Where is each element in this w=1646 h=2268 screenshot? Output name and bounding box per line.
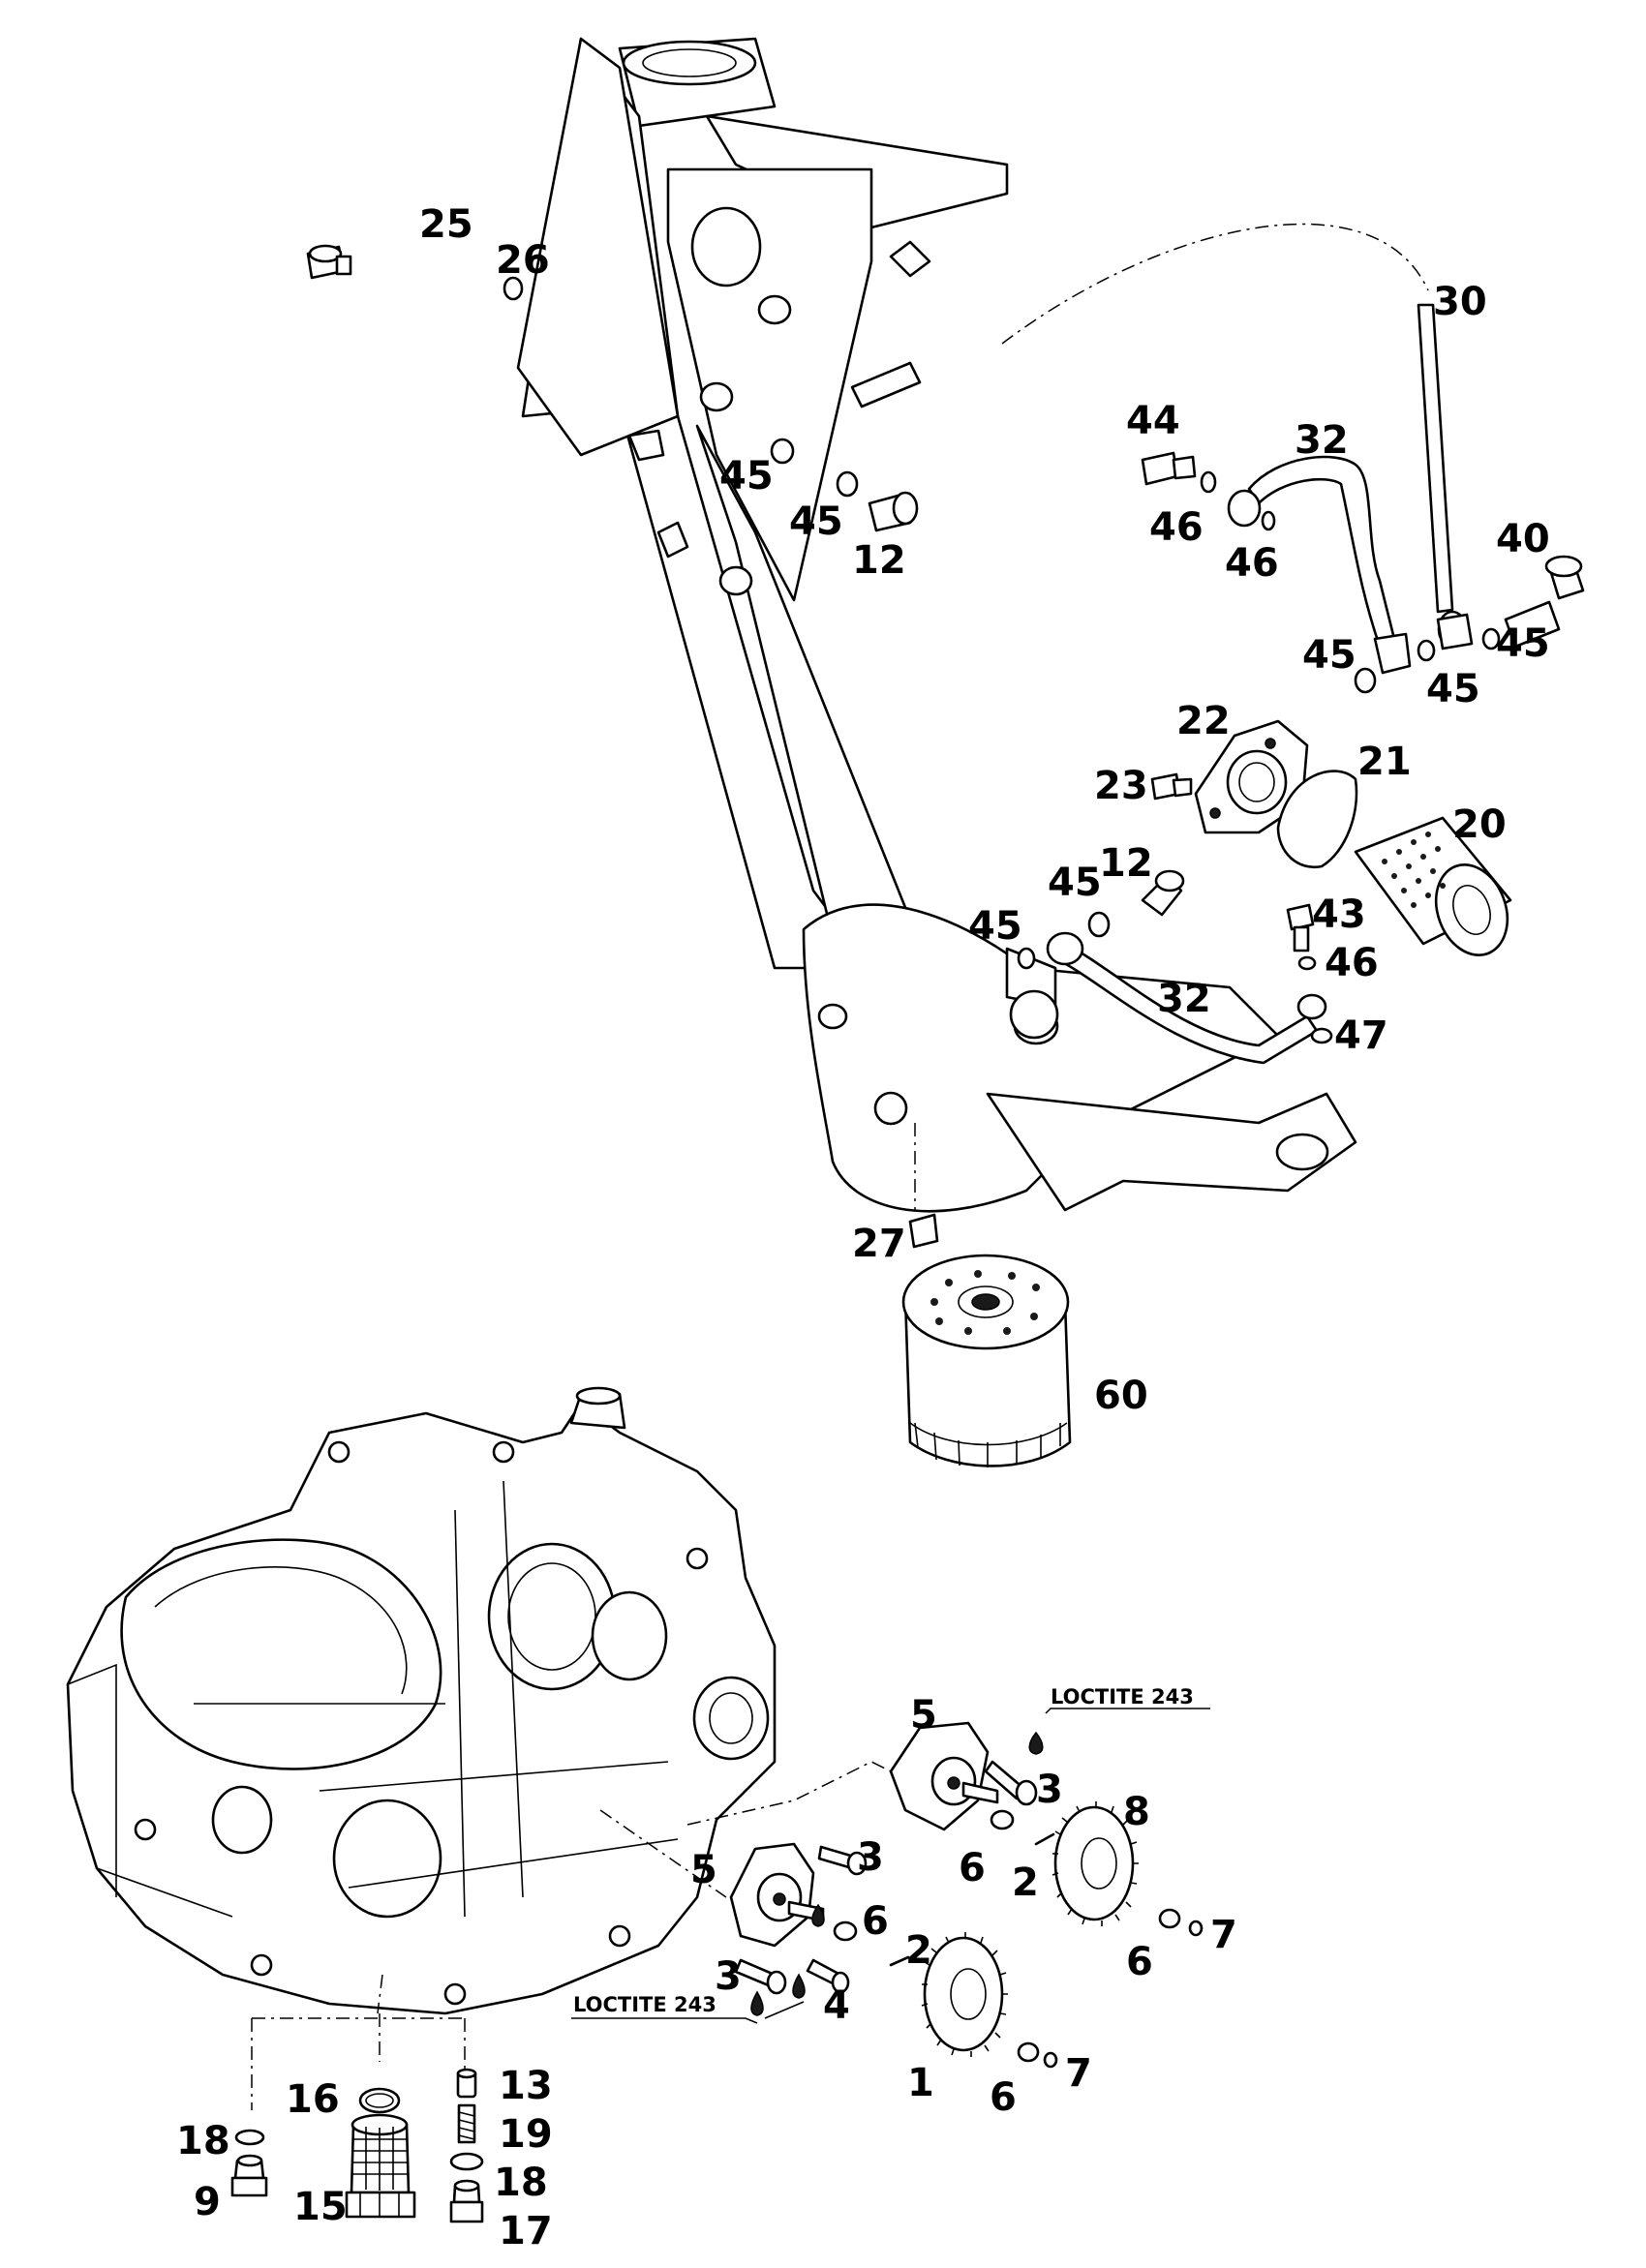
banjo-bolt-12-lower [1141, 869, 1185, 917]
callout-45-c: 45 [1496, 621, 1550, 666]
callout-26: 26 [496, 238, 550, 283]
loctite-note-bottom: LOCTITE 243 [573, 1993, 716, 2016]
washer-6-lower [833, 1920, 858, 1942]
callout-13: 13 [499, 2064, 553, 2108]
callout-46-c: 46 [1325, 941, 1379, 985]
callout-5-upper: 5 [910, 1693, 937, 1738]
loctite-drop-upper [1028, 1731, 1044, 1755]
oil-pipe-30 [1417, 303, 1474, 650]
plug-9 [230, 2154, 268, 2197]
callout-7-lower: 7 [1065, 2051, 1092, 2096]
o-ring-21 [1276, 770, 1358, 869]
washer-6-upper [990, 1809, 1015, 1830]
bolt-27 [908, 1123, 939, 1249]
routing-line [1001, 223, 1429, 345]
screw-4 [806, 1958, 850, 1994]
callout-7-upper: 7 [1210, 1913, 1237, 1957]
callout-6-c: 6 [862, 1899, 889, 1944]
callout-45-e: 45 [789, 499, 843, 544]
screw-3-lower-left [734, 1958, 787, 1995]
callout-12-upper: 12 [852, 538, 906, 583]
oil-hose-32-lower [1046, 931, 1327, 1065]
callout-40: 40 [1496, 517, 1550, 561]
callout-23: 23 [1094, 764, 1148, 808]
callout-47: 47 [1334, 1013, 1388, 1058]
callout-17: 17 [499, 2209, 553, 2253]
callout-2-upper: 2 [1012, 1860, 1039, 1905]
loctite-note-top: LOCTITE 243 [1051, 1685, 1194, 1709]
filter-element-20 [1354, 816, 1512, 956]
screw-3-lower-right [817, 1845, 868, 1876]
callout-3-lower-left: 3 [715, 1954, 742, 1999]
callout-16: 16 [286, 2077, 340, 2122]
callout-20: 20 [1452, 802, 1507, 847]
callout-6-d: 6 [990, 2075, 1017, 2120]
callout-46-a: 46 [1149, 505, 1204, 550]
callout-6-b: 6 [1126, 1940, 1153, 1984]
callout-22: 22 [1176, 699, 1231, 743]
ring-18-left [234, 2129, 265, 2146]
gear-8 [1052, 1801, 1139, 1926]
callout-labels: 25 26 30 44 32 46 46 40 45 45 45 45 45 1… [176, 202, 1550, 2253]
callout-19: 19 [499, 2112, 553, 2157]
callout-46-b: 46 [1225, 541, 1279, 586]
callout-1: 1 [907, 2061, 934, 2105]
ring-18-right [449, 2152, 484, 2171]
gear-1 [921, 1932, 1008, 2057]
oil-filter-60 [901, 1254, 1072, 1467]
plug-17 [449, 2179, 484, 2223]
pin-2-upper [1034, 1832, 1055, 1846]
spring-19 [457, 2103, 476, 2144]
screw-23 [1150, 772, 1193, 801]
callout-3-lower-right: 3 [857, 1835, 884, 1880]
oil-pump-cover-5-lower [729, 1842, 825, 1948]
callout-30: 30 [1433, 280, 1487, 324]
o-ring-16 [358, 2087, 401, 2114]
callout-8: 8 [1123, 1790, 1150, 1834]
callout-45-d: 45 [719, 454, 774, 499]
callout-27: 27 [852, 1222, 906, 1266]
callout-4: 4 [823, 1983, 850, 2028]
callout-44: 44 [1126, 399, 1180, 443]
callout-45-g: 45 [968, 904, 1022, 949]
callout-21: 21 [1357, 740, 1412, 784]
banjo-bolt-12-upper [868, 491, 919, 532]
banjo-bolt-44 [1141, 451, 1197, 486]
oil-screen-15 [345, 2113, 416, 2219]
cap-13 [456, 2068, 477, 2099]
callout-6-a: 6 [959, 1846, 986, 1890]
callout-45-b: 45 [1426, 667, 1480, 711]
seal-ring-26 [503, 276, 524, 301]
callout-15: 15 [293, 2185, 348, 2229]
crankcase [66, 1386, 777, 2015]
filter-cover-22 [1194, 719, 1309, 834]
plug-25 [306, 244, 352, 280]
oil-pump-cover-5-upper [889, 1721, 999, 1831]
callout-25: 25 [419, 202, 473, 247]
callout-32-lower: 32 [1157, 977, 1211, 1021]
banjo-bolt-40 [1504, 555, 1585, 649]
callout-18-left: 18 [176, 2119, 230, 2163]
leader-pump-5a [686, 1761, 892, 1826]
callout-60: 60 [1094, 1374, 1148, 1418]
screw-3-upper [984, 1760, 1038, 1806]
callout-18-right: 18 [494, 2161, 548, 2205]
callout-45-f: 45 [1048, 861, 1102, 905]
callout-12-lower: 12 [1099, 841, 1153, 886]
leader-pump-5b [599, 1809, 727, 1898]
pin-2-lower [889, 1955, 910, 1967]
callout-5-lower: 5 [690, 1848, 717, 1892]
oil-hose-32-upper [1227, 455, 1412, 675]
callout-9: 9 [194, 2180, 221, 2224]
callout-2-lower: 2 [905, 1928, 932, 1973]
callout-43: 43 [1312, 892, 1366, 937]
callout-32-upper: 32 [1295, 418, 1349, 463]
bolt-43 [1286, 903, 1315, 953]
callout-3-upper: 3 [1036, 1768, 1063, 1812]
frame-assembly [516, 37, 1357, 1213]
callout-45-a: 45 [1302, 633, 1356, 678]
leader-bottom [377, 1974, 383, 2014]
